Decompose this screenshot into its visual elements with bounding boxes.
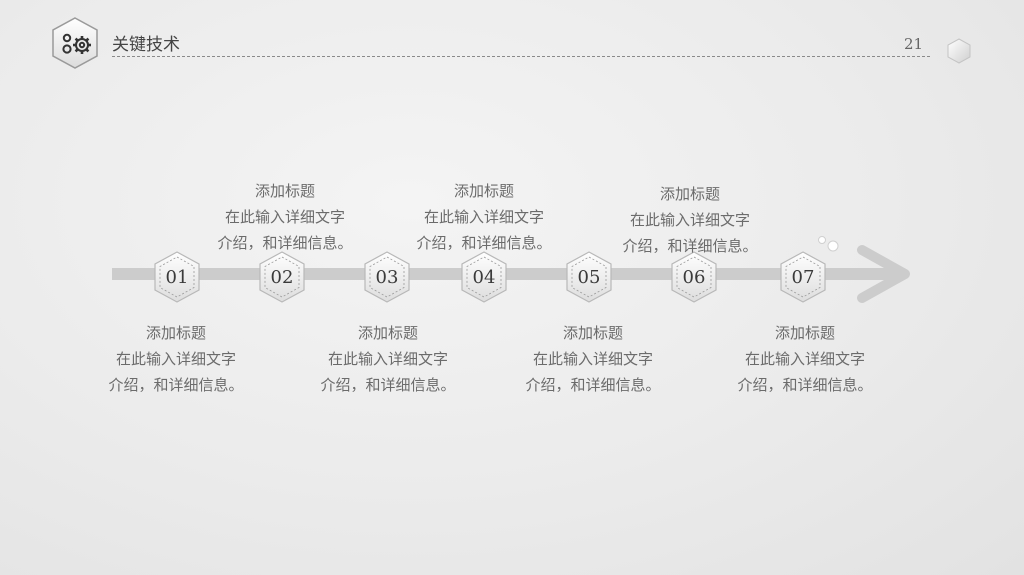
hexagon-shape: [780, 251, 826, 303]
timeline-node-01: 01: [151, 250, 203, 304]
gears-icon: [62, 33, 91, 54]
timeline-item-description-line2: 介绍，和详细信息。: [416, 234, 552, 252]
timeline-item-description-line1: 在此输入详细文字: [423, 208, 544, 226]
timeline-item-description-line2: 介绍，和详细信息。: [622, 237, 758, 255]
timeline-item-description-line2: 介绍，和详细信息。: [525, 376, 661, 394]
timeline-node-03: 03: [361, 250, 413, 304]
timeline-text-block-07: 添加标题在此输入详细文字介绍，和详细信息。: [720, 320, 890, 398]
timeline-node-02: 02: [256, 250, 308, 304]
page-title: 关键技术: [112, 35, 180, 55]
timeline-node-number: 02: [270, 266, 294, 288]
timeline-text-block-01: 添加标题在此输入详细文字介绍，和详细信息。: [91, 320, 261, 398]
timeline-item-description-line1: 在此输入详细文字: [744, 350, 865, 368]
timeline-item-description-line1: 在此输入详细文字: [629, 211, 750, 229]
timeline-node-number: 07: [791, 266, 815, 288]
header-divider: [112, 56, 930, 57]
timeline-item-description-line1: 在此输入详细文字: [115, 350, 236, 368]
timeline-item-description-line1: 在此输入详细文字: [224, 208, 345, 226]
hexagon-shape: [461, 251, 507, 303]
timeline-item-description-line2: 介绍，和详细信息。: [737, 376, 873, 394]
timeline-item-description-line1: 在此输入详细文字: [327, 350, 448, 368]
hexagon-shape: [154, 251, 200, 303]
hexagon-shape: [364, 251, 410, 303]
timeline-item-title: 添加标题: [659, 185, 720, 203]
timeline-item-title: 添加标题: [254, 182, 315, 200]
timeline-item-description-line2: 介绍，和详细信息。: [217, 234, 353, 252]
timeline-node-06: 06: [668, 250, 720, 304]
timeline-item-title: 添加标题: [357, 324, 418, 342]
page-number: 21: [904, 35, 924, 53]
timeline-item-description-line2: 介绍，和详细信息。: [320, 376, 456, 394]
timeline-item-description-line2: 介绍，和详细信息。: [108, 376, 244, 394]
hexagon-shape: [671, 251, 717, 303]
logo-hexagon: [52, 17, 98, 69]
timeline-text-block-02: 添加标题在此输入详细文字介绍，和详细信息。: [200, 178, 370, 256]
timeline-node-05: 05: [563, 250, 615, 304]
timeline-item-title: 添加标题: [145, 324, 206, 342]
timeline-text-block-05: 添加标题在此输入详细文字介绍，和详细信息。: [508, 320, 678, 398]
timeline-item-title: 添加标题: [774, 324, 835, 342]
hexagon-shape: [259, 251, 305, 303]
timeline-item-title: 添加标题: [453, 182, 514, 200]
timeline-item-title: 添加标题: [562, 324, 623, 342]
timeline-item-description-line1: 在此输入详细文字: [532, 350, 653, 368]
timeline-node-number: 03: [375, 266, 399, 288]
corner-hexagon-decoration: [947, 38, 971, 64]
timeline-node-number: 05: [577, 266, 601, 288]
timeline-node-number: 04: [472, 266, 496, 288]
timeline-node-number: 06: [682, 266, 706, 288]
timeline-text-block-03: 添加标题在此输入详细文字介绍，和详细信息。: [303, 320, 473, 398]
hexagon-shape: [566, 251, 612, 303]
timeline-node-04: 04: [458, 250, 510, 304]
timeline-node-number: 01: [165, 266, 189, 288]
timeline-text-block-06: 添加标题在此输入详细文字介绍，和详细信息。: [605, 181, 775, 259]
timeline-text-block-04: 添加标题在此输入详细文字介绍，和详细信息。: [399, 178, 569, 256]
timeline-node-07: 07: [777, 250, 829, 304]
